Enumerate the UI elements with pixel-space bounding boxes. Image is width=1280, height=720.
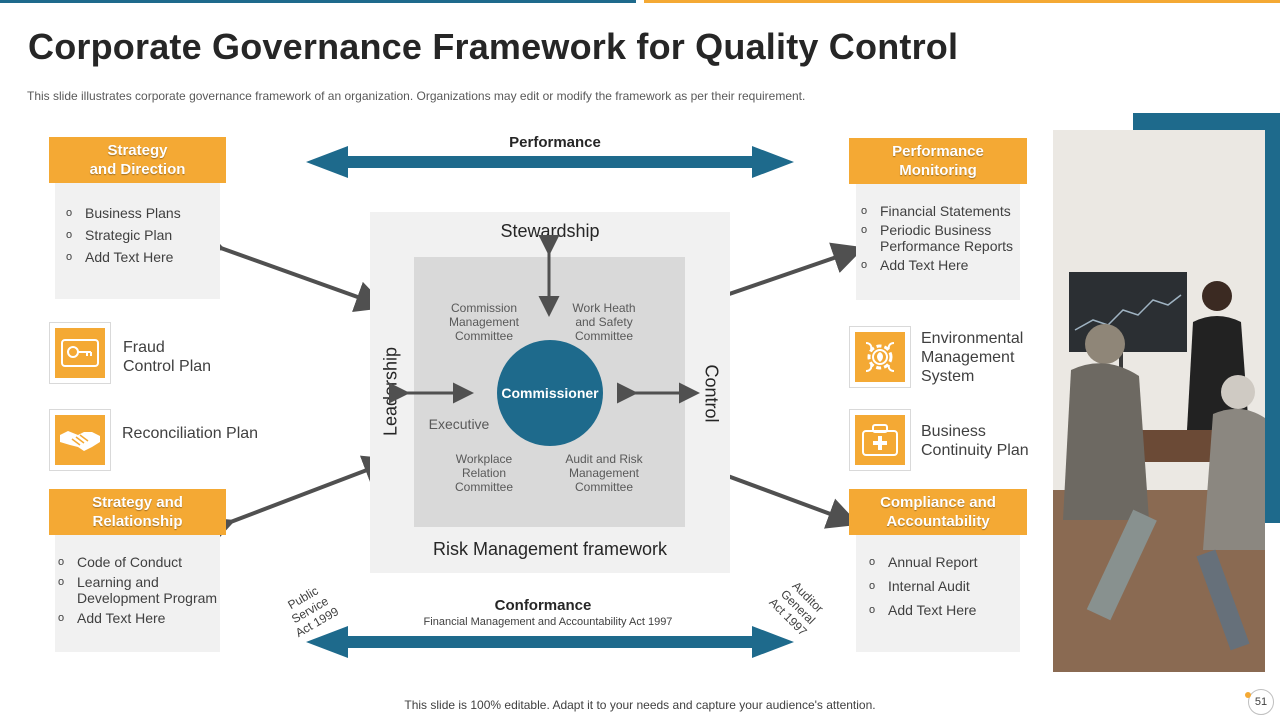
list-item: Business Plans — [63, 205, 181, 222]
page-number: 51 — [1248, 689, 1274, 715]
performance-monitoring-header: Performance Monitoring — [849, 138, 1027, 184]
reconciliation-icon-box — [49, 409, 111, 471]
stewardship-label: Stewardship — [500, 221, 600, 241]
risk-framework-label: Risk Management framework — [432, 539, 668, 559]
continuity-icon-box — [849, 409, 911, 471]
workplace-committee-label: Workplace Relation Committee — [454, 452, 513, 494]
list-item: Annual Report — [866, 554, 978, 571]
environmental-icon-box — [849, 326, 911, 388]
connector-top-left — [190, 223, 388, 312]
fraud-icon-box — [49, 322, 111, 384]
list-item: Code of Conduct — [55, 554, 217, 571]
first-aid-kit-icon — [862, 424, 898, 456]
conformance-arrow — [306, 626, 794, 658]
key-card-icon — [61, 339, 99, 367]
strategy-relationship-box: Code of Conduct Learning and Development… — [55, 535, 220, 652]
commission-committee-label: Commission Management Committee — [448, 301, 520, 343]
connector-top-right — [678, 242, 865, 325]
list-item: Add Text Here — [63, 249, 181, 266]
slide-title: Corporate Governance Framework for Quali… — [28, 26, 959, 67]
top-accent-bar-orange — [644, 0, 1280, 3]
meeting-photo — [1053, 130, 1265, 672]
list-item: Internal Audit — [866, 578, 978, 595]
compliance-box: Annual Report Internal Audit Add Text He… — [856, 535, 1020, 652]
meeting-illustration — [1053, 130, 1265, 672]
work-health-committee-label: Work Heath and Safety Committee — [572, 301, 636, 343]
page-number-dot — [1245, 692, 1251, 698]
list-item: Strategic Plan — [63, 227, 181, 244]
compliance-header: Compliance and Accountability — [849, 489, 1027, 535]
strategy-direction-header: Strategy and Direction — [49, 137, 226, 183]
handshake-icon — [60, 431, 100, 451]
list-item: Add Text Here — [858, 257, 1013, 274]
conformance-label: Conformance — [494, 597, 592, 614]
performance-arrow — [306, 146, 794, 178]
top-accent-bar-blue — [0, 0, 636, 3]
list-item: Add Text Here — [55, 610, 217, 627]
reconciliation-label: Reconciliation Plan — [122, 425, 259, 442]
conformance-subtitle: Financial Management and Accountability … — [423, 616, 673, 628]
list-item: Financial Statements — [858, 203, 1013, 220]
list-item: Add Text Here — [866, 602, 978, 619]
performance-label: Performance — [509, 134, 601, 151]
strategy-relationship-list: Code of Conduct Learning and Development… — [55, 554, 217, 627]
fraud-control-label: Fraud Control Plan — [123, 339, 212, 375]
footer-note: This slide is 100% editable. Adapt it to… — [404, 698, 876, 712]
list-item: Periodic Business Performance Reports — [858, 222, 1013, 254]
performance-monitoring-list: Financial Statements Periodic Business P… — [858, 203, 1013, 274]
continuity-label: Business Continuity Plan — [921, 423, 1029, 459]
compliance-list: Annual Report Internal Audit Add Text He… — [866, 554, 978, 619]
connector-bottom-left — [199, 455, 396, 547]
strategy-relationship-header: Strategy and Relationship — [49, 489, 226, 535]
executive-label: Executive — [428, 416, 490, 432]
commissioner-circle: Commissioner — [497, 340, 603, 446]
gear-leaf-icon — [865, 342, 895, 372]
strategy-direction-box: Business Plans Strategic Plan Add Text H… — [55, 183, 220, 299]
strategy-direction-list: Business Plans Strategic Plan Add Text H… — [63, 205, 181, 266]
environmental-label: Environmental Management System — [921, 330, 1024, 385]
slide-subtitle: This slide illustrates corporate governa… — [27, 89, 806, 103]
list-item: Learning and Development Program — [55, 574, 217, 606]
performance-monitoring-box: Financial Statements Periodic Business P… — [856, 184, 1020, 300]
audit-risk-committee-label: Audit and Risk Management Committee — [565, 452, 643, 494]
